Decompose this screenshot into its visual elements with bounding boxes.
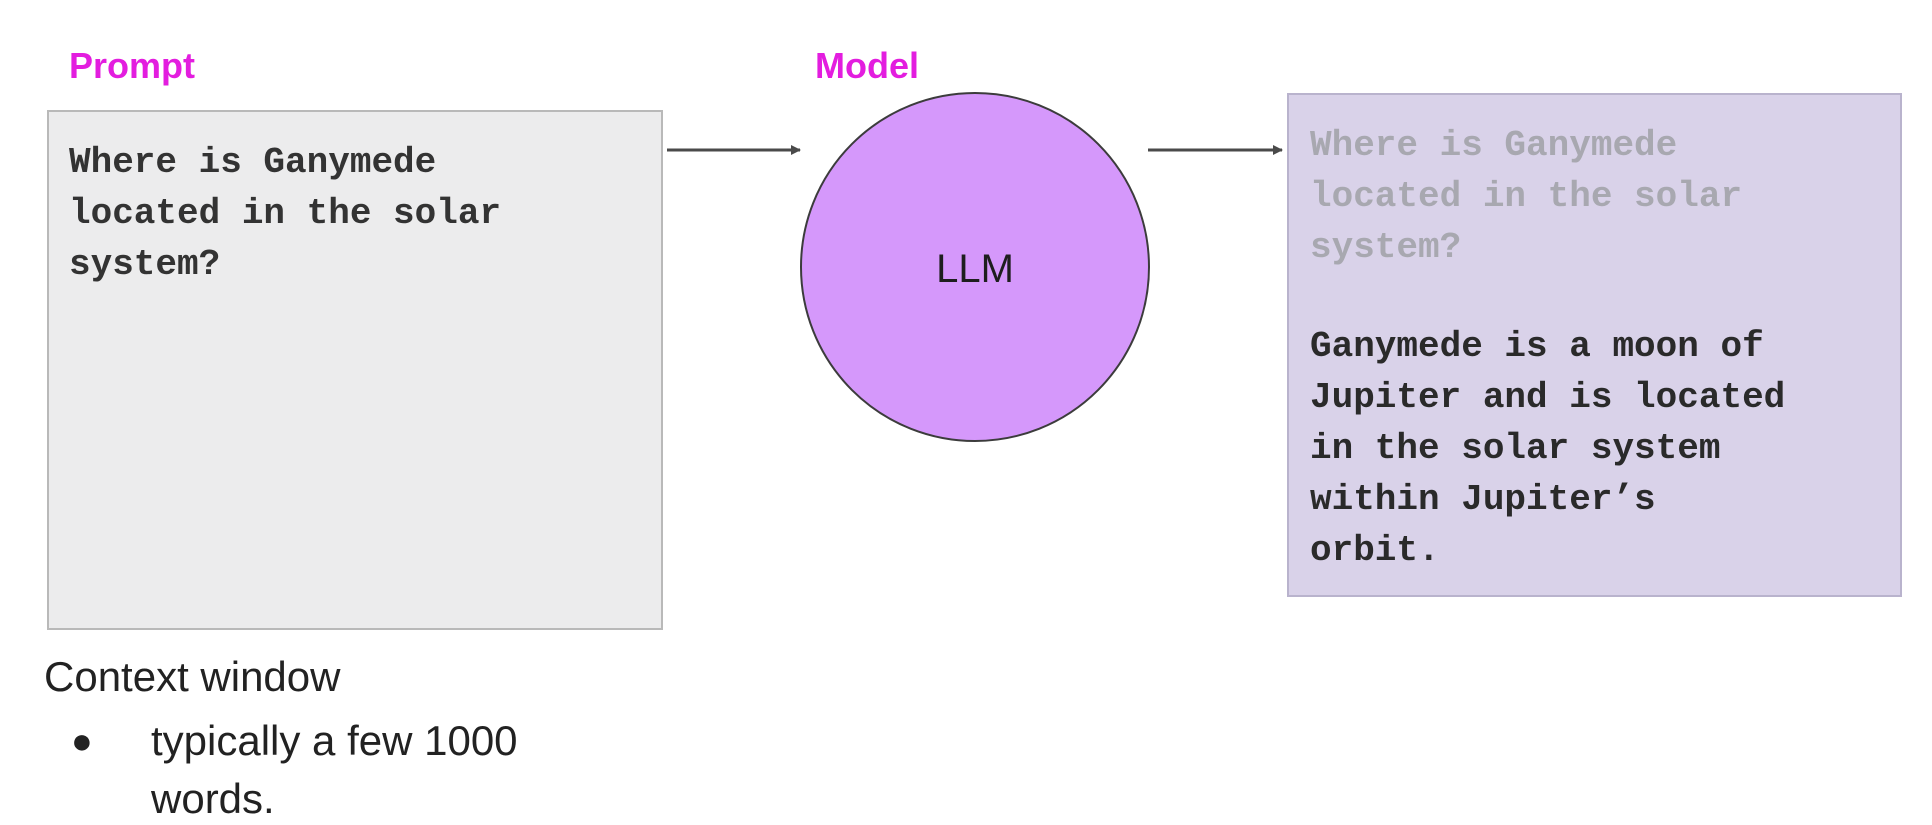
context-window-bullet: typically a few 1000 words. (151, 717, 518, 822)
prompt-label: Prompt (69, 45, 195, 86)
completion-answer-text: Ganymede is a moon of Jupiter and is loc… (1310, 326, 1786, 571)
bullet-icon: ● (71, 720, 93, 761)
context-window-title: Context window (44, 653, 341, 700)
prompt-text: Where is Ganymede located in the solar s… (69, 142, 502, 285)
model-circle (800, 92, 1150, 442)
completion-echo-text: Where is Ganymede located in the solar s… (1310, 125, 1743, 268)
model-label: Model (815, 45, 919, 86)
model-name: LLM (936, 247, 1014, 291)
completion-box: Where is Ganymede located in the solar s… (1287, 93, 1902, 597)
prompt-box: Where is Ganymede located in the solar s… (47, 110, 663, 630)
